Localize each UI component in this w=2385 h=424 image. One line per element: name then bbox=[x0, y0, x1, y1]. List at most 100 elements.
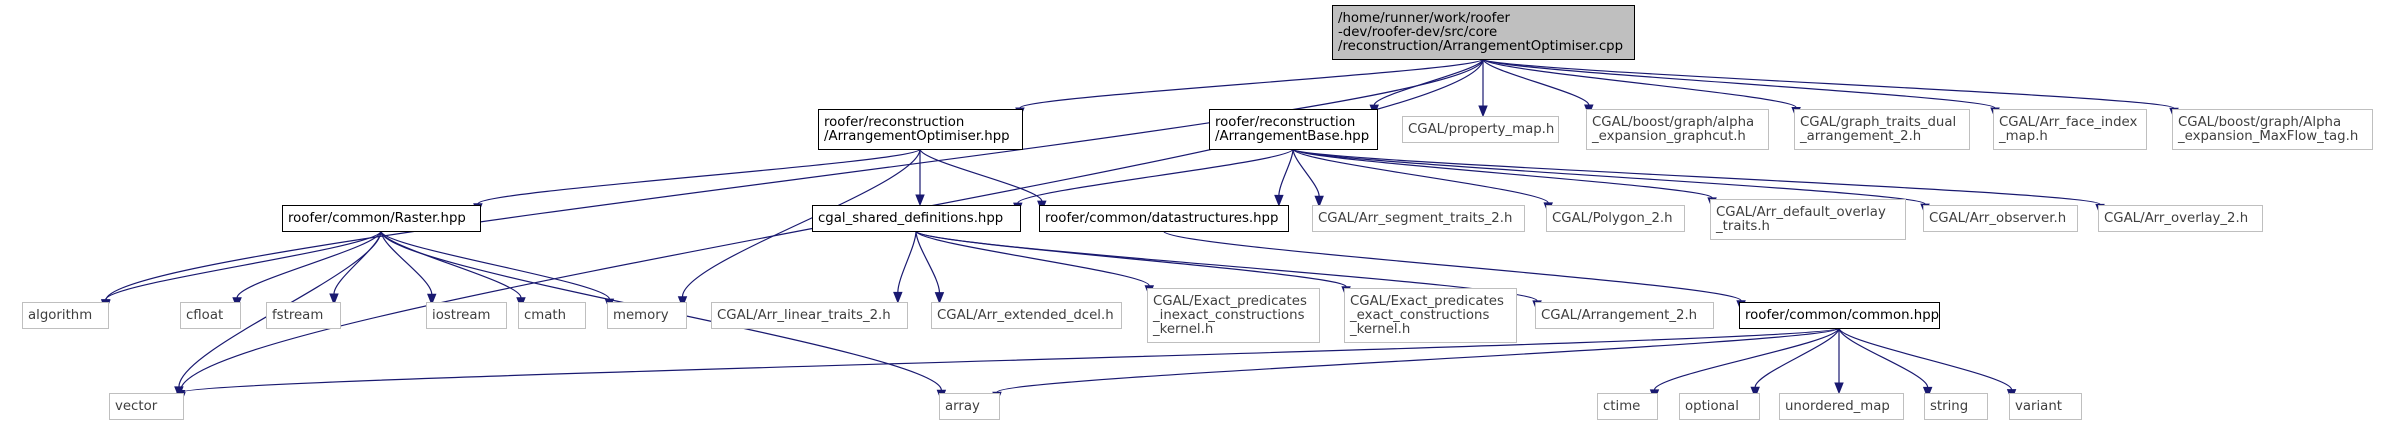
edge-raster-to-cfloat bbox=[232, 230, 382, 310]
node-box bbox=[1147, 288, 1320, 343]
node-box bbox=[939, 393, 1000, 420]
edge-ab-hpp-to-arr-segment bbox=[1292, 148, 1324, 208]
edge-common-hpp-to-unordered-map bbox=[1834, 328, 1844, 395]
node-array: array bbox=[939, 393, 1000, 420]
edge-arrowhead bbox=[174, 386, 184, 399]
node-alpha-maxflow: CGAL/boost/graph/Alpha_expansion_MaxFlow… bbox=[2172, 109, 2373, 150]
node-label-line: CGAL/Arr_overlay_2.h bbox=[2104, 211, 2248, 226]
node-label-line: unordered_map bbox=[1785, 399, 1890, 414]
node-label-line: roofer/common/Raster.hpp bbox=[288, 211, 466, 226]
node-iostream: iostream bbox=[426, 302, 507, 329]
node-box bbox=[426, 302, 507, 329]
node-polygon-2: CGAL/Polygon_2.h bbox=[1546, 205, 1685, 232]
node-label-line: _map.h bbox=[1998, 129, 2048, 144]
node-box bbox=[1993, 109, 2147, 150]
node-ao-hpp[interactable]: roofer/reconstruction/ArrangementOptimis… bbox=[818, 109, 1023, 150]
node-label-line: roofer/common/datastructures.hpp bbox=[1045, 211, 1278, 226]
node-label-line: CGAL/graph_traits_dual bbox=[1800, 115, 1956, 130]
node-arr-linear: CGAL/Arr_linear_traits_2.h bbox=[711, 302, 908, 329]
node-label-line: -dev/roofer-dev/src/core bbox=[1338, 25, 1497, 40]
edge-line bbox=[915, 230, 1150, 287]
edge-line bbox=[897, 230, 917, 293]
edge-ab-hpp-to-datastructures bbox=[1274, 148, 1294, 207]
node-alpha-graphcut: CGAL/boost/graph/alpha_expansion_graphcu… bbox=[1586, 109, 1769, 150]
edge-line bbox=[1019, 58, 1484, 109]
node-arr-segment: CGAL/Arr_segment_traits_2.h bbox=[1312, 205, 1525, 232]
node-datastructures[interactable]: roofer/common/datastructures.hpp bbox=[1039, 205, 1289, 232]
edge-line bbox=[1482, 58, 1590, 106]
edge-arrowhead bbox=[1834, 382, 1844, 395]
edge-arrowhead bbox=[934, 292, 945, 304]
node-label-line: roofer/reconstruction bbox=[1215, 115, 1355, 130]
edge-line bbox=[1653, 327, 1840, 391]
edge-line bbox=[1754, 327, 1840, 388]
node-label-line: CGAL/Exact_predicates bbox=[1350, 294, 1504, 309]
node-label-line: CGAL/Exact_predicates bbox=[1153, 294, 1307, 309]
edge-cgal-shared-to-exact-exact bbox=[915, 230, 1351, 299]
node-label-line: vector bbox=[115, 399, 158, 414]
edge-raster-to-iostream bbox=[380, 230, 437, 306]
edge-line bbox=[105, 230, 382, 301]
node-variant: variant bbox=[2009, 393, 2082, 420]
node-label-line: /ArrangementBase.hpp bbox=[1215, 129, 1369, 144]
node-label-line: roofer/common/common.hpp bbox=[1745, 308, 1939, 323]
edge-arrowhead bbox=[677, 296, 688, 309]
node-ctime: ctime bbox=[1597, 393, 1658, 420]
node-label-line: optional bbox=[1685, 399, 1739, 414]
edge-line bbox=[1292, 148, 1320, 197]
node-box bbox=[266, 302, 341, 329]
node-arr-default-overlay: CGAL/Arr_default_overlay_traits.h bbox=[1710, 199, 1906, 240]
node-common-hpp[interactable]: roofer/common/common.hpp bbox=[1739, 302, 1940, 329]
node-box bbox=[22, 302, 109, 329]
node-arr-extended-dcel: CGAL/Arr_extended_dcel.h bbox=[931, 302, 1122, 329]
edge-line bbox=[1292, 148, 2101, 205]
node-unordered-map: unordered_map bbox=[1779, 393, 1904, 420]
node-box bbox=[1312, 205, 1525, 232]
node-box bbox=[711, 302, 908, 329]
node-optional: optional bbox=[1679, 393, 1760, 420]
node-arr-overlay: CGAL/Arr_overlay_2.h bbox=[2098, 205, 2263, 232]
node-label-line: CGAL/Polygon_2.h bbox=[1552, 211, 1673, 226]
edge-line bbox=[1292, 148, 1549, 204]
node-ab-hpp[interactable]: roofer/reconstruction/ArrangementBase.hp… bbox=[1209, 109, 1378, 150]
node-label-line: string bbox=[1930, 399, 1968, 414]
edge-ab-hpp-to-polygon-2 bbox=[1292, 148, 1553, 215]
node-box bbox=[2172, 109, 2373, 150]
node-label-line: fstream bbox=[272, 308, 323, 323]
node-cmath: cmath bbox=[518, 302, 586, 329]
node-label-line: CGAL/property_map.h bbox=[1408, 122, 1554, 137]
node-exact-exact: CGAL/Exact_predicates_exact_construction… bbox=[1344, 288, 1517, 343]
edge-line bbox=[1278, 148, 1294, 196]
edge-common-hpp-to-optional bbox=[1750, 327, 1840, 399]
node-box bbox=[818, 109, 1023, 150]
edge-ao-hpp-to-raster bbox=[473, 148, 921, 216]
edge-line bbox=[1482, 58, 1996, 109]
edge-arrowhead bbox=[329, 293, 339, 306]
node-label-line: cfloat bbox=[186, 308, 223, 323]
edge-arrowhead bbox=[1478, 105, 1488, 118]
edge-line bbox=[915, 230, 1347, 288]
node-root[interactable]: /home/runner/work/roofer-dev/roofer-dev/… bbox=[1332, 5, 1635, 60]
node-box bbox=[1039, 205, 1289, 232]
node-label-line: algorithm bbox=[28, 308, 92, 323]
node-label-line: _inexact_constructions bbox=[1152, 308, 1305, 323]
node-cgal-shared[interactable]: cgal_shared_definitions.hpp bbox=[812, 205, 1021, 232]
edge-line bbox=[681, 148, 921, 297]
node-label-line: CGAL/Arr_linear_traits_2.h bbox=[717, 308, 891, 323]
edge-line bbox=[1838, 327, 1929, 388]
edge-line bbox=[1482, 58, 2175, 109]
edge-ao-hpp-to-memory bbox=[677, 148, 921, 309]
edge-line bbox=[236, 230, 382, 299]
node-raster[interactable]: roofer/common/Raster.hpp bbox=[282, 205, 481, 232]
node-box bbox=[1546, 205, 1685, 232]
node-label-line: CGAL/Arr_default_overlay bbox=[1716, 205, 1886, 220]
node-label-line: variant bbox=[2015, 399, 2062, 414]
edge-line bbox=[996, 327, 1840, 393]
edge-line bbox=[380, 230, 522, 298]
node-box bbox=[1332, 5, 1635, 60]
edge-line bbox=[1482, 58, 1797, 109]
node-label-line: _kernel.h bbox=[1152, 322, 1213, 337]
edge-root-to-algorithm bbox=[101, 58, 1484, 312]
node-box bbox=[1794, 109, 1970, 150]
